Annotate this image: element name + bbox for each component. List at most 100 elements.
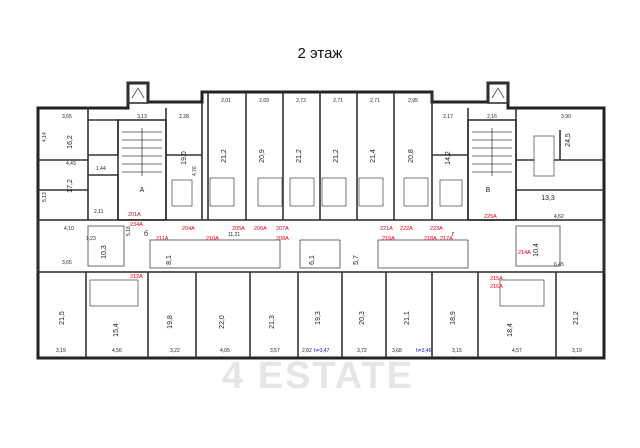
misc-dims: 3,13 2,28 2,17 2,16 3,90 4,76 5,18 6,45 … [86, 114, 571, 268]
top-room-width: 2,69 [259, 98, 269, 104]
top-room-width: 2,95 [408, 98, 418, 104]
svg-text:4,05: 4,05 [220, 348, 230, 354]
mid-labels: 10,3 8,1 6,1 5,7 10,4 [101, 243, 540, 265]
svg-text:222A: 222A [400, 226, 413, 232]
top-room-area: 20,8 [408, 149, 415, 163]
stair-b-label: В [486, 187, 491, 194]
svg-text:18,9: 18,9 [450, 311, 457, 325]
svg-text:234A: 234A [130, 222, 143, 228]
bottom-bathrooms [89, 279, 545, 307]
svg-text:219A: 219A [382, 236, 395, 242]
svg-text:11,21: 11,21 [228, 232, 240, 238]
svg-text:3,72: 3,72 [357, 348, 367, 354]
red-room-numbers: 201A 234A 204A 205A 206A 207A 208A 211A … [128, 212, 531, 290]
svg-text:208A: 208A [276, 236, 289, 242]
svg-text:204A: 204A [182, 226, 195, 232]
svg-text:5,13: 5,13 [42, 192, 48, 202]
svg-text:22,0: 22,0 [219, 315, 226, 329]
svg-text:3,15: 3,15 [452, 348, 462, 354]
shaft-left-arrow [131, 87, 145, 99]
svg-text:205A: 205A [232, 226, 245, 232]
svg-text:19,3: 19,3 [315, 311, 322, 325]
svg-text:214A: 214A [518, 250, 531, 256]
top-room-width: 2,01 [221, 98, 231, 104]
svg-text:21,1: 21,1 [404, 311, 411, 325]
svg-text:4,10: 4,10 [64, 226, 74, 232]
svg-text:2,17: 2,17 [443, 114, 453, 120]
room-area: 13,3 [541, 195, 555, 202]
svg-text:21,5: 21,5 [59, 311, 66, 325]
stair-b-steps [472, 128, 512, 176]
ceiling-height: h=3,46 [416, 348, 432, 354]
svg-text:5,18: 5,18 [126, 226, 132, 236]
svg-text:212A: 212A [130, 274, 143, 280]
top-extra-labels: 19,0 14,2 16,2 17,2 24,5 13,3 [67, 133, 572, 202]
mark-b: б [144, 230, 148, 238]
svg-text:15,4: 15,4 [113, 323, 120, 337]
top-room-partitions [207, 92, 433, 220]
svg-text:20,3: 20,3 [359, 311, 366, 325]
svg-text:2,11: 2,11 [94, 209, 104, 215]
room-area: 24,5 [565, 133, 572, 147]
room-area: 17,2 [67, 179, 74, 193]
stair-a-label: А [140, 187, 145, 194]
svg-text:3,68: 3,68 [392, 348, 402, 354]
wc-left [171, 179, 193, 207]
mark-g: г [452, 231, 455, 238]
svg-text:1,23: 1,23 [86, 236, 96, 242]
top-room-area: 21,4 [370, 149, 377, 163]
watermark: 4 ESTATE [222, 355, 414, 397]
svg-text:3,13: 3,13 [137, 114, 147, 120]
svg-text:215A: 215A [490, 276, 503, 282]
svg-text:19,8: 19,8 [167, 315, 174, 329]
bottom-room-labels: 21,5 3,19 15,4 4,56 19,8 3,22 22,0 4,05 … [56, 311, 582, 354]
top-room-area: 21,2 [333, 149, 340, 163]
top-room-width: 2,71 [370, 98, 380, 104]
shaft-right-arrow [491, 87, 505, 99]
svg-text:206A: 206A [254, 226, 267, 232]
wc-right-top [533, 135, 555, 177]
svg-text:210A: 210A [206, 236, 219, 242]
svg-text:3,57: 3,57 [270, 348, 280, 354]
svg-text:21,3: 21,3 [269, 315, 276, 329]
svg-text:4,76: 4,76 [192, 166, 198, 176]
svg-text:10,4: 10,4 [533, 243, 540, 257]
top-room-area: 21,2 [221, 149, 228, 163]
top-room-width: 2,71 [333, 98, 343, 104]
svg-text:5,7: 5,7 [353, 255, 360, 265]
svg-text:1,44: 1,44 [96, 166, 106, 172]
svg-text:221A: 221A [380, 226, 393, 232]
svg-text:2,82: 2,82 [302, 348, 312, 354]
svg-text:6,45: 6,45 [554, 262, 564, 268]
svg-text:4,43: 4,43 [66, 161, 76, 167]
top-room-bathrooms [209, 177, 429, 207]
wc-right [439, 179, 463, 207]
svg-text:4,56: 4,56 [112, 348, 122, 354]
corridor [37, 219, 605, 273]
svg-text:216A: 216A [490, 284, 503, 290]
stair-b [467, 119, 517, 221]
svg-text:3,19: 3,19 [56, 348, 66, 354]
corridor-subrooms [87, 225, 561, 269]
room-area: 19,0 [181, 151, 188, 165]
left-block [38, 108, 119, 220]
room-area: 16,2 [67, 135, 74, 149]
svg-text:201A: 201A [128, 212, 141, 218]
svg-text:18,4: 18,4 [507, 323, 514, 337]
svg-text:3,22: 3,22 [170, 348, 180, 354]
svg-text:2,28: 2,28 [179, 114, 189, 120]
top-room-width: 2,72 [296, 98, 306, 104]
svg-text:207A: 207A [276, 226, 289, 232]
svg-text:217A: 217A [440, 236, 453, 242]
ceiling-height: h=3,47 [314, 348, 330, 354]
svg-text:6,1: 6,1 [309, 255, 316, 265]
svg-text:218A: 218A [424, 236, 437, 242]
svg-text:211A: 211A [156, 236, 169, 242]
svg-text:4,62: 4,62 [554, 214, 564, 220]
top-room-area: 20,9 [259, 149, 266, 163]
svg-text:3,65: 3,65 [62, 260, 72, 266]
svg-text:225A: 225A [484, 214, 497, 220]
svg-text:3,19: 3,19 [572, 348, 582, 354]
svg-text:3,90: 3,90 [561, 114, 571, 120]
